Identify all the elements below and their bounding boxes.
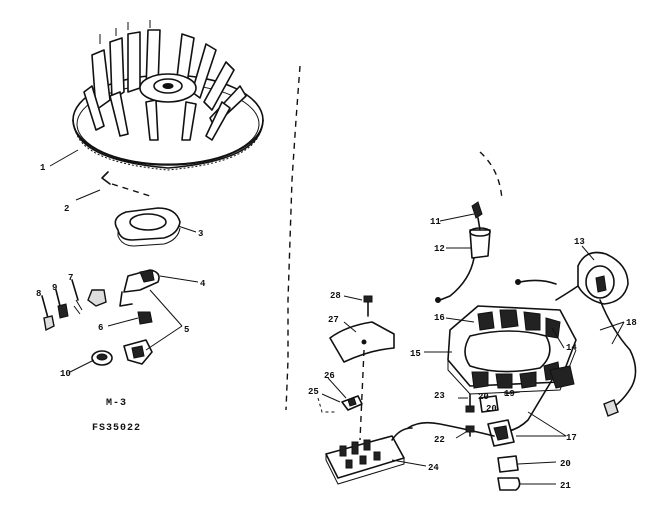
callout-6: 6 [98,323,103,333]
callout-2: 2 [64,204,69,214]
callout-22: 22 [434,435,445,445]
callout-28: 28 [330,291,341,301]
flywheel-key [101,171,151,197]
callout-17: 17 [566,433,577,443]
separator-line-right [479,151,503,201]
callout-8: 8 [36,289,41,299]
flywheel [72,20,264,171]
small-parts-right [465,393,521,491]
callout-15: 15 [410,349,421,359]
callout-23: 23 [434,391,445,401]
callout-9: 9 [52,283,57,293]
cover-plate [329,295,395,441]
callout-13: 13 [574,237,585,247]
callout-20a: 20 [478,392,489,402]
callout-20b: 20 [560,459,571,469]
caption-code: M-3 [106,398,128,409]
separator-line [285,65,301,411]
caption-reference: FS35022 [92,423,142,434]
switch-parts [317,395,363,413]
callout-labels: 1 2 3 4 5 6 7 8 9 10 11 12 13 14 15 16 1… [36,163,637,491]
stator-plate [447,305,577,395]
callout-20c: 20 [486,404,497,414]
callout-1: 1 [40,163,46,173]
callout-14: 14 [566,343,577,353]
callout-21: 21 [560,481,571,491]
callout-5: 5 [184,325,189,335]
small-parts-left [41,269,160,366]
leader-lines [49,149,625,485]
callout-3: 3 [198,229,203,239]
ignition-coil [515,251,637,417]
rectifier-assembly [407,365,575,447]
callout-27: 27 [328,315,339,325]
callout-10: 10 [60,369,71,379]
callout-25: 25 [308,387,319,397]
circuit-board [325,427,413,485]
wire-terminal [435,201,491,303]
callout-26: 26 [324,371,335,381]
callout-4: 4 [200,279,206,289]
callout-11: 11 [430,217,441,227]
callout-19: 19 [504,389,515,399]
callout-24: 24 [428,463,439,473]
callout-7: 7 [68,273,73,283]
flywheel-washer [114,207,181,247]
callout-12: 12 [434,244,445,254]
callout-18: 18 [626,318,637,328]
callout-16: 16 [434,313,445,323]
